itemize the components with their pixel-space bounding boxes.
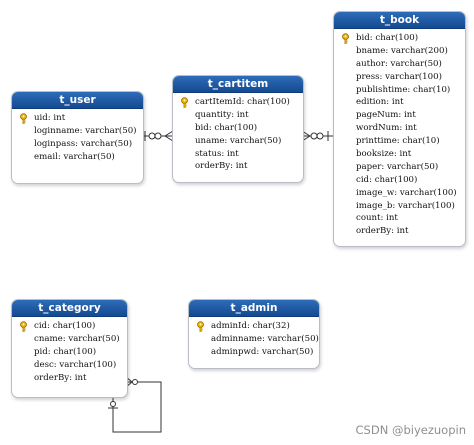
table-title: t_admin: [189, 300, 319, 317]
column-row[interactable]: author: varchar(50): [334, 58, 465, 71]
column-list: adminId: char(32) adminname: varchar(50) a…: [189, 317, 319, 364]
column-label: uname: varchar(50): [195, 135, 282, 146]
column-row[interactable]: pageNum: int: [334, 109, 465, 122]
column-label: image_b: varchar(100): [356, 200, 455, 211]
table-title: t_book: [334, 12, 465, 29]
column-row[interactable]: wordNum: int: [334, 122, 465, 135]
column-label: count: int: [356, 213, 398, 224]
column-label: uid: int: [34, 113, 66, 123]
table-title: t_cartitem: [173, 76, 303, 93]
column-label: loginname: varchar(50): [34, 125, 137, 136]
column-label: paper: varchar(50): [356, 161, 439, 172]
column-label: orderBy: int: [356, 226, 409, 237]
column-row[interactable]: press: varchar(100): [334, 71, 465, 84]
column-list: uid: int loginname: varchar(50) loginpass:…: [12, 109, 143, 169]
column-row[interactable]: bid: char(100): [334, 32, 465, 45]
watermark: CSDN @biyezuopin: [355, 423, 466, 437]
column-label: press: varchar(100): [356, 71, 442, 82]
key-icon: [18, 321, 29, 332]
column-label: desc: varchar(100): [34, 359, 117, 370]
column-row[interactable]: orderBy: int: [334, 225, 465, 238]
relationship-user-cartitem: [142, 130, 174, 142]
column-label: quantity: int: [195, 109, 249, 120]
key-icon: [340, 33, 351, 44]
column-label: orderBy: int: [195, 161, 248, 172]
column-row[interactable]: edition: int: [334, 96, 465, 109]
column-row[interactable]: quantity: int: [173, 109, 303, 122]
column-label: loginpass: varchar(50): [34, 138, 133, 149]
column-row[interactable]: email: varchar(50): [12, 151, 143, 164]
column-label: cid: char(100): [34, 321, 96, 331]
column-row[interactable]: pid: char(100): [12, 346, 127, 359]
column-row[interactable]: publishtime: char(10): [334, 84, 465, 97]
column-row[interactable]: loginname: varchar(50): [12, 125, 143, 138]
column-row[interactable]: cname: varchar(50): [12, 333, 127, 346]
column-row[interactable]: loginpass: varchar(50): [12, 138, 143, 151]
column-label: orderBy: int: [34, 372, 87, 383]
table-t-book[interactable]: t_book bid: char(100) bname: varchar(200)…: [333, 11, 466, 247]
column-row[interactable]: paper: varchar(50): [334, 161, 465, 174]
column-label: author: varchar(50): [356, 58, 442, 69]
relationship-cartitem-book: [301, 130, 334, 142]
column-label: booksize: int: [356, 149, 412, 160]
column-list: cid: char(100) cname: varchar(50) pid: cha…: [12, 317, 127, 389]
table-t-admin[interactable]: t_admin adminId: char(32) adminname: varc…: [188, 299, 320, 369]
column-label: cartItemId: char(100): [195, 97, 290, 107]
column-label: publishtime: char(10): [356, 84, 451, 95]
column-row[interactable]: cartItemId: char(100): [173, 96, 303, 109]
column-label: bname: varchar(200): [356, 45, 448, 56]
column-label: cname: varchar(50): [34, 333, 120, 344]
table-t-cartitem[interactable]: t_cartitem cartItemId: char(100) quantity…: [172, 75, 304, 183]
key-icon: [179, 97, 190, 108]
column-row[interactable]: uname: varchar(50): [173, 135, 303, 148]
column-label: status: int: [195, 148, 239, 159]
column-label: adminname: varchar(50): [211, 333, 319, 344]
key-icon: [18, 113, 29, 124]
column-label: wordNum: int: [356, 123, 417, 134]
column-row[interactable]: orderBy: int: [173, 160, 303, 173]
column-label: cid: char(100): [356, 174, 418, 185]
column-label: bid: char(100): [356, 33, 419, 43]
column-row[interactable]: adminpwd: varchar(50): [189, 346, 319, 359]
column-label: adminpwd: varchar(50): [211, 346, 314, 357]
column-list: cartItemId: char(100) quantity: int bid: c…: [173, 93, 303, 178]
column-row[interactable]: orderBy: int: [12, 372, 127, 385]
column-label: edition: int: [356, 97, 404, 108]
column-row[interactable]: bid: char(100): [173, 122, 303, 135]
column-row[interactable]: status: int: [173, 148, 303, 161]
column-label: email: varchar(50): [34, 151, 115, 162]
column-row[interactable]: image_b: varchar(100): [334, 200, 465, 213]
column-row[interactable]: image_w: varchar(100): [334, 187, 465, 200]
column-label: adminId: char(32): [211, 321, 290, 331]
column-label: image_w: varchar(100): [356, 187, 457, 198]
column-row[interactable]: printtime: char(10): [334, 135, 465, 148]
table-title: t_category: [12, 300, 127, 317]
column-label: pageNum: int: [356, 110, 416, 121]
column-label: printtime: char(10): [356, 136, 440, 147]
column-row[interactable]: desc: varchar(100): [12, 359, 127, 372]
column-label: pid: char(100): [34, 346, 97, 357]
column-row[interactable]: adminId: char(32): [189, 320, 319, 333]
column-row[interactable]: bname: varchar(200): [334, 45, 465, 58]
column-row[interactable]: adminname: varchar(50): [189, 333, 319, 346]
column-row[interactable]: booksize: int: [334, 148, 465, 161]
key-icon: [195, 321, 206, 332]
table-title: t_user: [12, 92, 143, 109]
column-row[interactable]: cid: char(100): [334, 174, 465, 187]
table-t-user[interactable]: t_user uid: int loginname: varchar(50) log…: [11, 91, 144, 184]
relationship-category-self: [108, 376, 162, 433]
column-label: bid: char(100): [195, 122, 258, 133]
column-row[interactable]: uid: int: [12, 112, 143, 125]
column-list: bid: char(100) bname: varchar(200) author:…: [334, 29, 465, 243]
column-row[interactable]: count: int: [334, 212, 465, 225]
column-row[interactable]: cid: char(100): [12, 320, 127, 333]
table-t-category[interactable]: t_category cid: char(100) cname: varchar(…: [11, 299, 128, 398]
